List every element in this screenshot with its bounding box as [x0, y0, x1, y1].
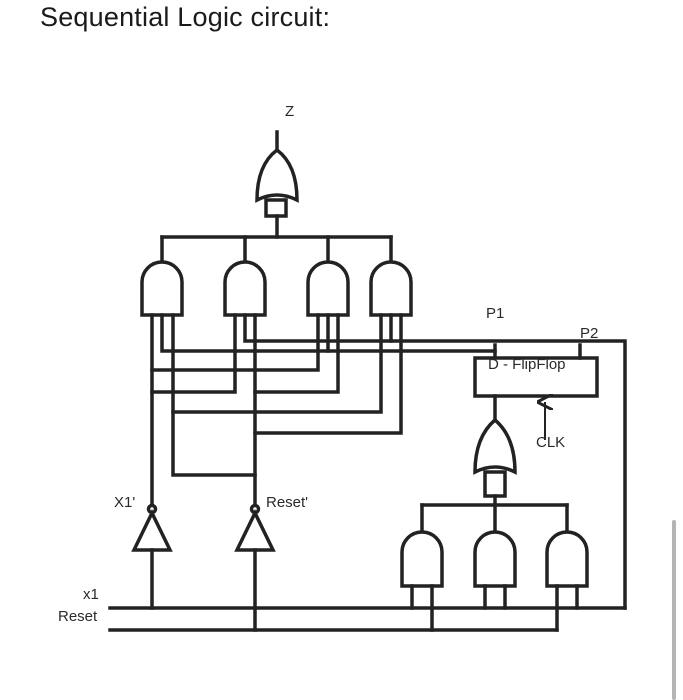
and-gate-icon: [400, 530, 444, 588]
lower-and-inputs: [410, 584, 579, 632]
or-gate-base: [483, 470, 507, 498]
reset-prime-label: Reset': [266, 494, 308, 511]
z-label: Z: [285, 103, 294, 120]
and-gate-icon: [140, 260, 184, 317]
x1-prime-label: X1': [114, 494, 135, 511]
and-gate-icon: [473, 530, 517, 588]
and-gate-icon: [545, 530, 589, 588]
and-gate-icon: [223, 260, 267, 317]
not-gate-icon: [131, 508, 173, 552]
or-gate-icon: [473, 417, 517, 475]
and-gate-icon: [306, 260, 350, 317]
d-flipflop-icon: [473, 356, 599, 398]
p1-label: P1: [486, 305, 504, 322]
not-gate-icon: [234, 508, 276, 552]
x1-label: x1: [83, 586, 99, 603]
page-title: Sequential Logic circuit:: [40, 2, 331, 32]
clk-label: CLK: [536, 434, 565, 451]
and-gate-icon: [369, 260, 413, 317]
vertical-scrollbar[interactable]: [672, 520, 676, 700]
and-inputs: [150, 313, 627, 610]
or-gate-base: [264, 198, 288, 218]
or-gate-icon: [255, 147, 299, 203]
flipflop-label: D - FlipFlop: [488, 356, 566, 373]
p2-label: P2: [580, 325, 598, 342]
reset-label: Reset: [58, 608, 98, 625]
